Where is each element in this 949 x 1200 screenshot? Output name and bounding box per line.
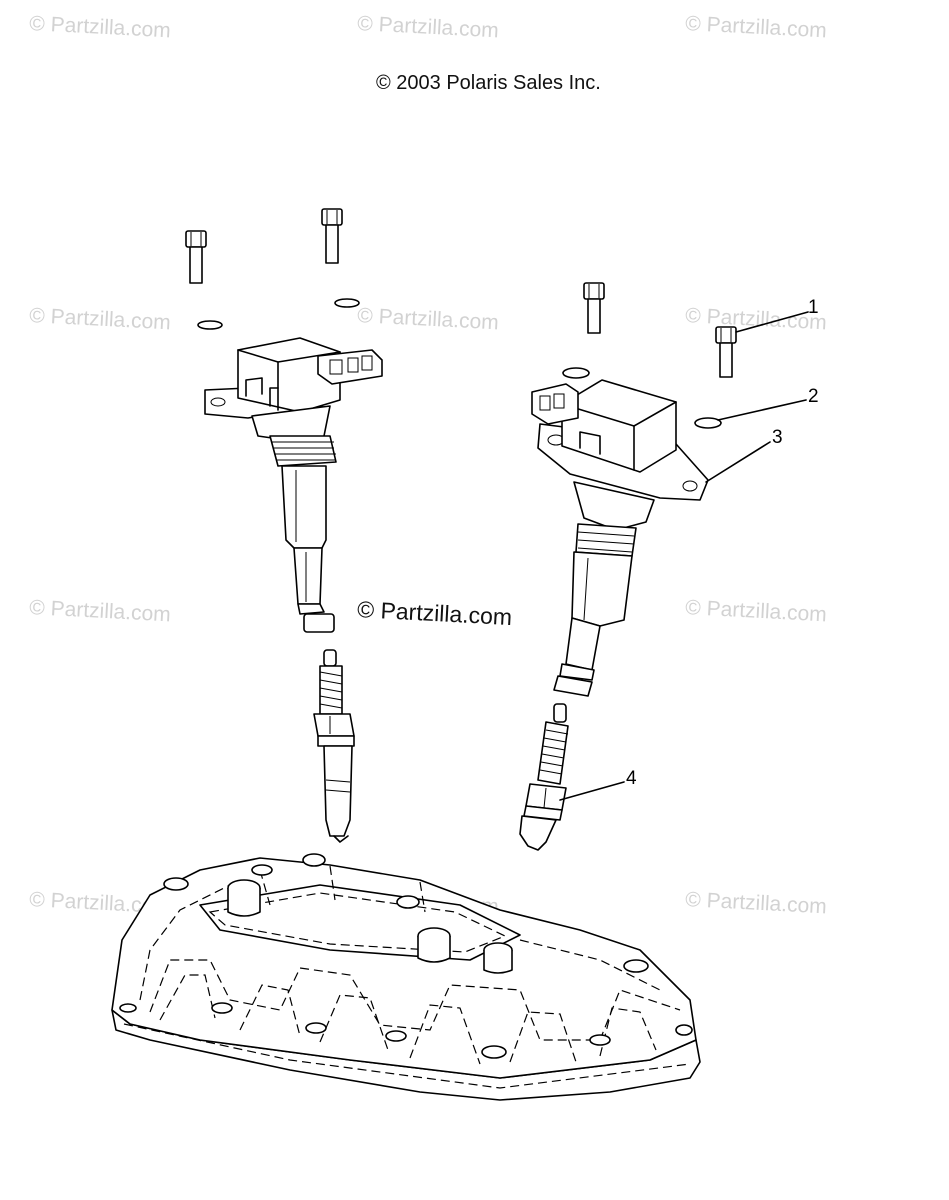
callout-2: 2 <box>808 386 819 407</box>
leader-line-2 <box>717 399 807 421</box>
valve-cover <box>111 853 701 1101</box>
left-washer-b <box>334 298 360 308</box>
washer-item-2 <box>694 417 722 429</box>
callout-4: 4 <box>626 768 637 789</box>
left-ignition-coil <box>204 337 383 633</box>
callout-1: 1 <box>808 297 819 318</box>
callout-3: 3 <box>772 427 783 448</box>
leader-line-4 <box>559 781 625 801</box>
spark-plug-item-4 <box>519 703 569 851</box>
left-washer-a <box>197 320 223 330</box>
cover-boss <box>119 853 693 1059</box>
left-bolt-b <box>321 208 343 264</box>
left-spark-plug <box>313 649 355 843</box>
ignition-coil-item-3 <box>531 379 709 697</box>
right-bolt-a <box>583 282 605 334</box>
copyright-notice: © 2003 Polaris Sales Inc. <box>376 72 601 94</box>
bolt-item-1 <box>715 326 737 378</box>
left-bolt-a <box>185 230 207 284</box>
right-washer-a <box>562 367 590 379</box>
leader-line-1 <box>735 311 809 333</box>
leader-line-3 <box>705 441 771 483</box>
